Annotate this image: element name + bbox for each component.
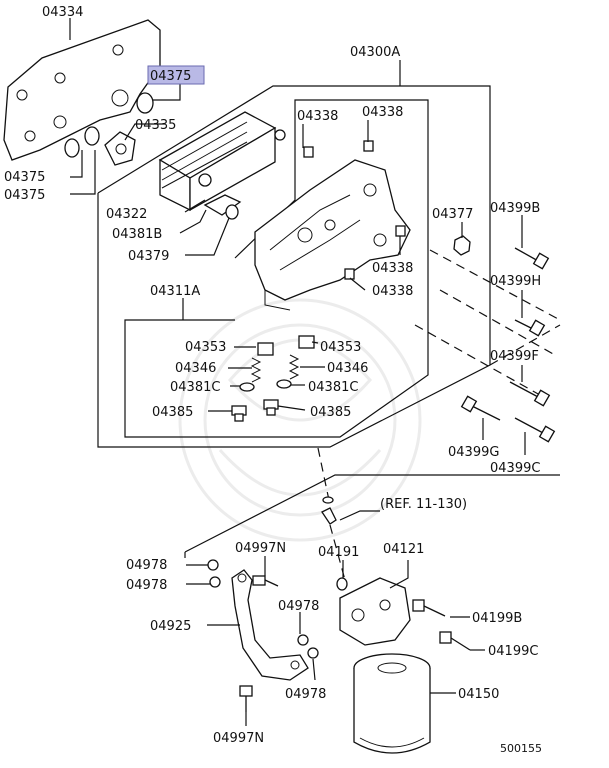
label-04199B[interactable]: 04199B (472, 611, 522, 626)
label-04335[interactable]: 04335 (135, 118, 176, 133)
plug-04353-a (257, 342, 274, 356)
bolt-04997N-b (239, 685, 253, 712)
label-04377[interactable]: 04377 (432, 207, 473, 222)
dashed-guides (317, 249, 561, 581)
o-ring-04375-hl (136, 92, 154, 114)
label-04334[interactable]: 04334 (42, 5, 83, 20)
oil-pipe-04925 (231, 569, 309, 681)
diagram-number: 500155 (500, 742, 542, 755)
washer-04381C-b (276, 379, 292, 389)
ref-11-130-parts (321, 496, 337, 525)
label-04346-b[interactable]: 04346 (327, 361, 368, 376)
bolt-04399B (514, 247, 550, 270)
bolt-04199C (439, 631, 471, 651)
o-ring-04191 (336, 577, 348, 591)
plug-04338-b (363, 140, 374, 152)
label-04925[interactable]: 04925 (150, 619, 191, 634)
label-04399C[interactable]: 04399C (490, 461, 540, 476)
label-04978-c[interactable]: 04978 (278, 599, 319, 614)
label-04385-a[interactable]: 04385 (152, 405, 193, 420)
gasket-plate-04334 (3, 19, 161, 161)
spring-04346-a (250, 357, 262, 383)
o-ring-04978-d (307, 647, 319, 659)
bolt-04399H (514, 319, 546, 337)
oil-cooler-housing (254, 159, 411, 311)
label-04353-a[interactable]: 04353 (185, 340, 226, 355)
bolt-04399C (514, 417, 556, 443)
gasket-04381B (203, 194, 242, 216)
leader-lines (69, 18, 526, 726)
filter-bracket-04121 (339, 577, 411, 646)
plug-04338-a (303, 146, 314, 158)
label-04338-d[interactable]: 04338 (372, 284, 413, 299)
spring-04346-b (288, 354, 300, 380)
flange-04335 (104, 131, 136, 166)
label-04199C[interactable]: 04199C (488, 644, 538, 659)
label-04978-b[interactable]: 04978 (126, 578, 167, 593)
label-04997N-a[interactable]: 04997N (235, 541, 286, 556)
plug-04353-b (298, 335, 315, 349)
plug-04338-d (344, 268, 355, 280)
label-04399H[interactable]: 04399H (490, 274, 541, 289)
label-04322[interactable]: 04322 (106, 207, 147, 222)
o-ring-04375-b (84, 126, 100, 146)
label-04338-a[interactable]: 04338 (297, 109, 338, 124)
label-04191[interactable]: 04191 (318, 545, 359, 560)
label-04399F[interactable]: 04399F (490, 349, 539, 364)
o-ring-04978-a (207, 559, 219, 571)
label-04381C-b[interactable]: 04381C (308, 380, 358, 395)
label-04311A[interactable]: 04311A (150, 284, 200, 299)
label-04353-b[interactable]: 04353 (320, 340, 361, 355)
bolt-04199B (412, 599, 446, 617)
label-04375-a[interactable]: 04375 (4, 170, 45, 185)
plug-04385-b (263, 399, 279, 416)
washer-04381C-a (239, 382, 255, 392)
part-labels: 04334 04375 04300A 04335 04375 04375 043… (4, 5, 542, 755)
bolt-04399G (460, 395, 501, 421)
label-04399G[interactable]: 04399G (448, 445, 499, 460)
highlight-box-04375 (147, 65, 205, 85)
label-04381B[interactable]: 04381B (112, 227, 162, 242)
label-04375-highlighted[interactable]: 04375 (150, 69, 191, 84)
o-ring-04978-b (209, 576, 221, 588)
plug-04338-c (395, 225, 406, 237)
lower-frame (184, 474, 560, 553)
label-04375-b[interactable]: 04375 (4, 188, 45, 203)
label-04379[interactable]: 04379 (128, 249, 169, 264)
label-04300A[interactable]: 04300A (350, 45, 400, 60)
label-04978-d[interactable]: 04978 (285, 687, 326, 702)
o-ring-04978-c (297, 634, 309, 646)
label-04385-b[interactable]: 04385 (310, 405, 351, 420)
label-04346-a[interactable]: 04346 (175, 361, 216, 376)
label-04399B[interactable]: 04399B (490, 201, 540, 216)
label-04997N-b[interactable]: 04997N (213, 731, 264, 746)
label-04338-c[interactable]: 04338 (372, 261, 413, 276)
nut-04377 (453, 235, 471, 256)
oil-cooler-core-04322 (158, 111, 286, 212)
label-ref-11-130[interactable]: (REF. 11-130) (380, 497, 467, 512)
label-04150[interactable]: 04150 (458, 687, 499, 702)
plug-04385-a (231, 405, 247, 422)
bolt-04997N-a (252, 575, 279, 587)
oil-filter-04150 (353, 653, 431, 754)
label-04978-a[interactable]: 04978 (126, 558, 167, 573)
label-04338-b[interactable]: 04338 (362, 105, 403, 120)
label-04121[interactable]: 04121 (383, 542, 424, 557)
bolt-04399F (509, 381, 551, 407)
o-ring-04375-a (64, 138, 80, 158)
watermark-emblem (178, 298, 422, 542)
label-04381C-a[interactable]: 04381C (170, 380, 220, 395)
o-ring-04379 (225, 204, 239, 220)
